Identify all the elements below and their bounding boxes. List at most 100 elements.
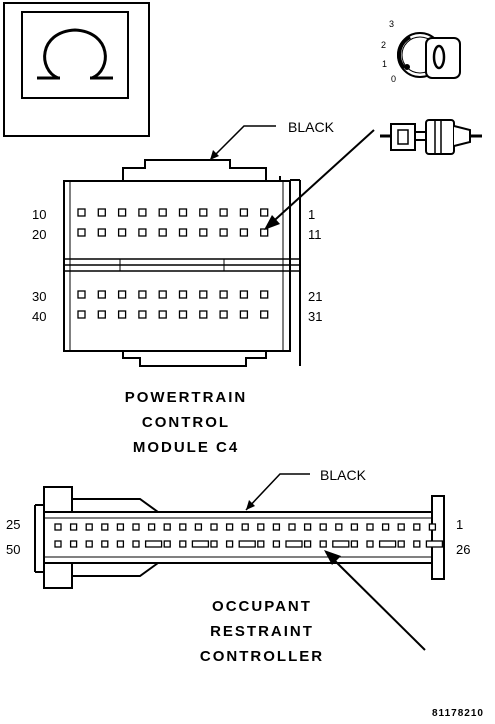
pcm-pin-cavity [138,228,147,237]
pcm-pin-cavity [97,290,106,299]
orc-pin-cavity-wide [332,540,350,548]
orc-pin-cavity [303,523,312,531]
orc-pin-cavity [194,523,203,531]
ignition-position-2: 2 [381,40,386,50]
ignition-position-3: 3 [389,19,394,29]
orc-pin-cavity [257,540,265,548]
pcm-pin-cavity [158,310,167,319]
pcm-pin-cavity [117,228,127,237]
orc-pin-cavity [179,540,187,548]
pcm-pin-cavity [138,310,147,319]
orc-pin-cavity [54,540,62,548]
pcm-pin-cavity [158,208,167,217]
pcm-pin-label-11: 11 [308,227,322,242]
pcm-pin-label-20: 20 [32,227,46,242]
pcm-pin-cavity [178,208,188,217]
pcm-title-line-3: MODULE C4 [133,439,239,456]
orc-pin-cavity [303,540,312,548]
pcm-pin-cavity [158,228,167,237]
orc-pin-cavity [225,540,234,548]
pcm-pin-cavity [219,228,228,237]
orc-pin-cavity [225,523,234,531]
pcm-wire-color-label: BLACK [288,119,335,135]
orc-pin-cavity [413,523,421,531]
orc-pin-label-25: 25 [6,517,20,532]
pcm-pin-cavity [97,208,106,217]
orc-wire-leader [245,473,310,511]
orc-title-line-1: OCCUPANT [212,598,312,615]
orc-pin-cavity [288,523,296,531]
orc-pin-cavity [350,523,359,531]
pcm-pin-cavity [239,310,249,319]
orc-pin-cavity [163,540,171,548]
pcm-pin-cavity [77,228,86,237]
orc-pin-cavity-wide [144,540,163,548]
orc-pin-cavity [116,540,125,548]
pcm-pin-cavity [219,290,228,299]
pcm-title-line-2: CONTROL [142,414,230,431]
connector-plug-icon [380,119,482,155]
orc-title-line-2: RESTRAINT [210,623,314,640]
orc-pin-cavity-wide [378,540,397,548]
ignition-position-0: 0 [391,74,396,84]
orc-pin-cavity [163,523,171,531]
pcm-pin-cavity [260,290,269,299]
pcm-pin-cavity [219,208,228,217]
pcm-pin-cavity [239,228,249,237]
pcm-pin-cavity [178,228,188,237]
orc-pin-label-1: 1 [456,517,463,532]
omega-symbol-icon [3,2,150,137]
orc-pin-cavity-wide [238,540,256,548]
orc-pin-cavity [210,523,218,531]
orc-pin-cavity [101,523,109,531]
pcm-pin-cavity [239,290,249,299]
pcm-wire-leader [209,125,276,161]
pcm-pin-cavity [138,208,147,217]
orc-pin-label-50: 50 [6,542,20,557]
pcm-pin-label-30: 30 [32,289,46,304]
orc-pin-cavity-wide [191,540,210,548]
orc-pin-cavity [319,523,327,531]
orc-pin-cavity [210,540,218,548]
pcm-pin-label-31: 31 [308,309,322,324]
orc-pin-grid [54,523,444,548]
orc-pin-cavity [257,523,265,531]
pcm-pin-cavity [260,208,269,217]
orc-pin-cavity [85,523,93,531]
pcm-pin-cavity [77,290,86,299]
pcm-pin-cavity [97,310,106,319]
ignition-position-1: 1 [382,59,387,69]
orc-pin-cavity [413,540,421,548]
pcm-pin-cavity [117,310,127,319]
orc-pin-cavity [132,540,140,548]
orc-pin-cavity-wide [285,540,303,548]
pcm-pin-cavity [260,310,269,319]
pcm-pin-cavity [239,208,249,217]
orc-pin-cavity [272,523,281,531]
pcm-pin-cavity [178,310,188,319]
orc-pin-cavity [241,523,249,531]
orc-pin-cavity [366,523,374,531]
orc-pin-cavity [69,540,78,548]
pcm-pin-cavity [117,290,127,299]
orc-pin-cavity [335,523,343,531]
pcm-pin-label-21: 21 [308,289,322,304]
orc-pin-pointer-arrow [324,550,426,651]
pcm-pin-cavity [219,310,228,319]
pcm-pin-cavity [117,208,127,217]
orc-connector [34,486,445,589]
pin-pointer-arrow [264,129,375,230]
pcm-pin-label-40: 40 [32,309,46,324]
orc-pin-cavity [147,523,156,531]
pcm-pin-cavity [178,290,188,299]
orc-pin-cavity [116,523,125,531]
orc-pin-cavity [350,540,359,548]
orc-pin-cavity [366,540,374,548]
pcm-pin-cavity [199,290,208,299]
orc-pin-cavity-wide [425,540,444,548]
orc-pin-label-26: 26 [456,542,470,557]
pcm-pin-cavity [77,310,86,319]
orc-pin-cavity [381,523,390,531]
orc-pin-cavity [397,540,405,548]
